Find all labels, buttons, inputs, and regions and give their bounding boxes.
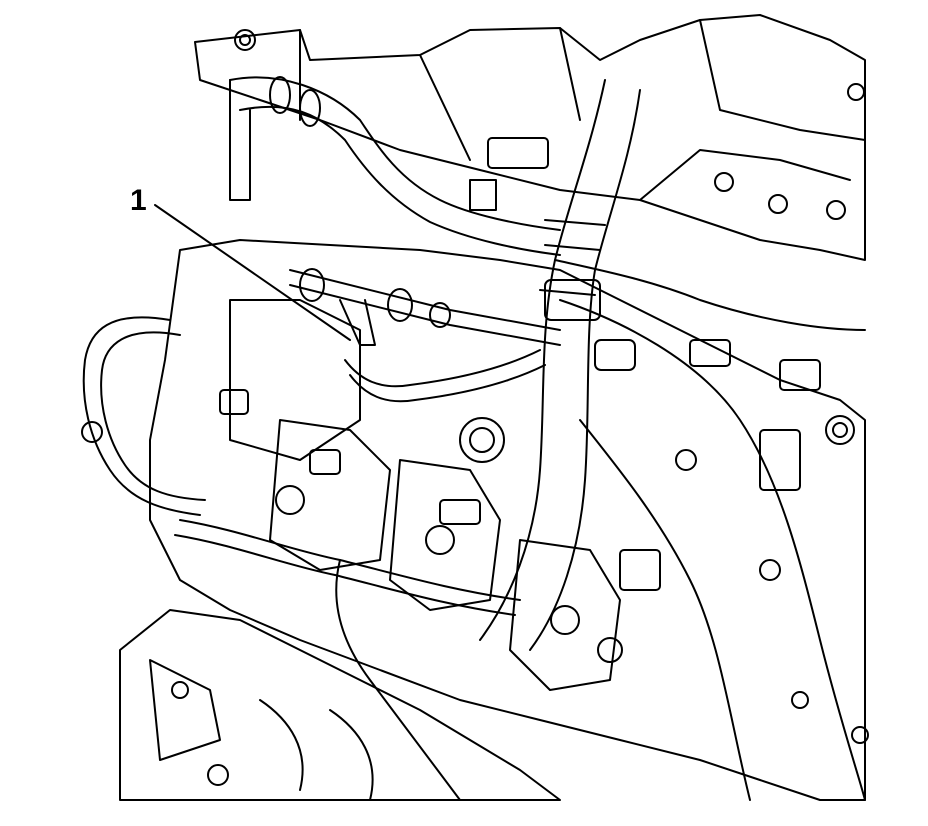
transmission-housing	[119, 609, 561, 801]
coolant-tube-left	[81, 316, 206, 516]
crossover-line	[174, 519, 521, 801]
electrical-connectors	[219, 137, 821, 591]
callout-leader-line-1	[154, 204, 351, 341]
coolant-hose	[229, 76, 561, 256]
cylinder-head	[149, 239, 869, 801]
callout-label-1: 1	[130, 184, 147, 217]
intake-manifold	[194, 14, 866, 261]
fuel-rail	[289, 268, 561, 403]
